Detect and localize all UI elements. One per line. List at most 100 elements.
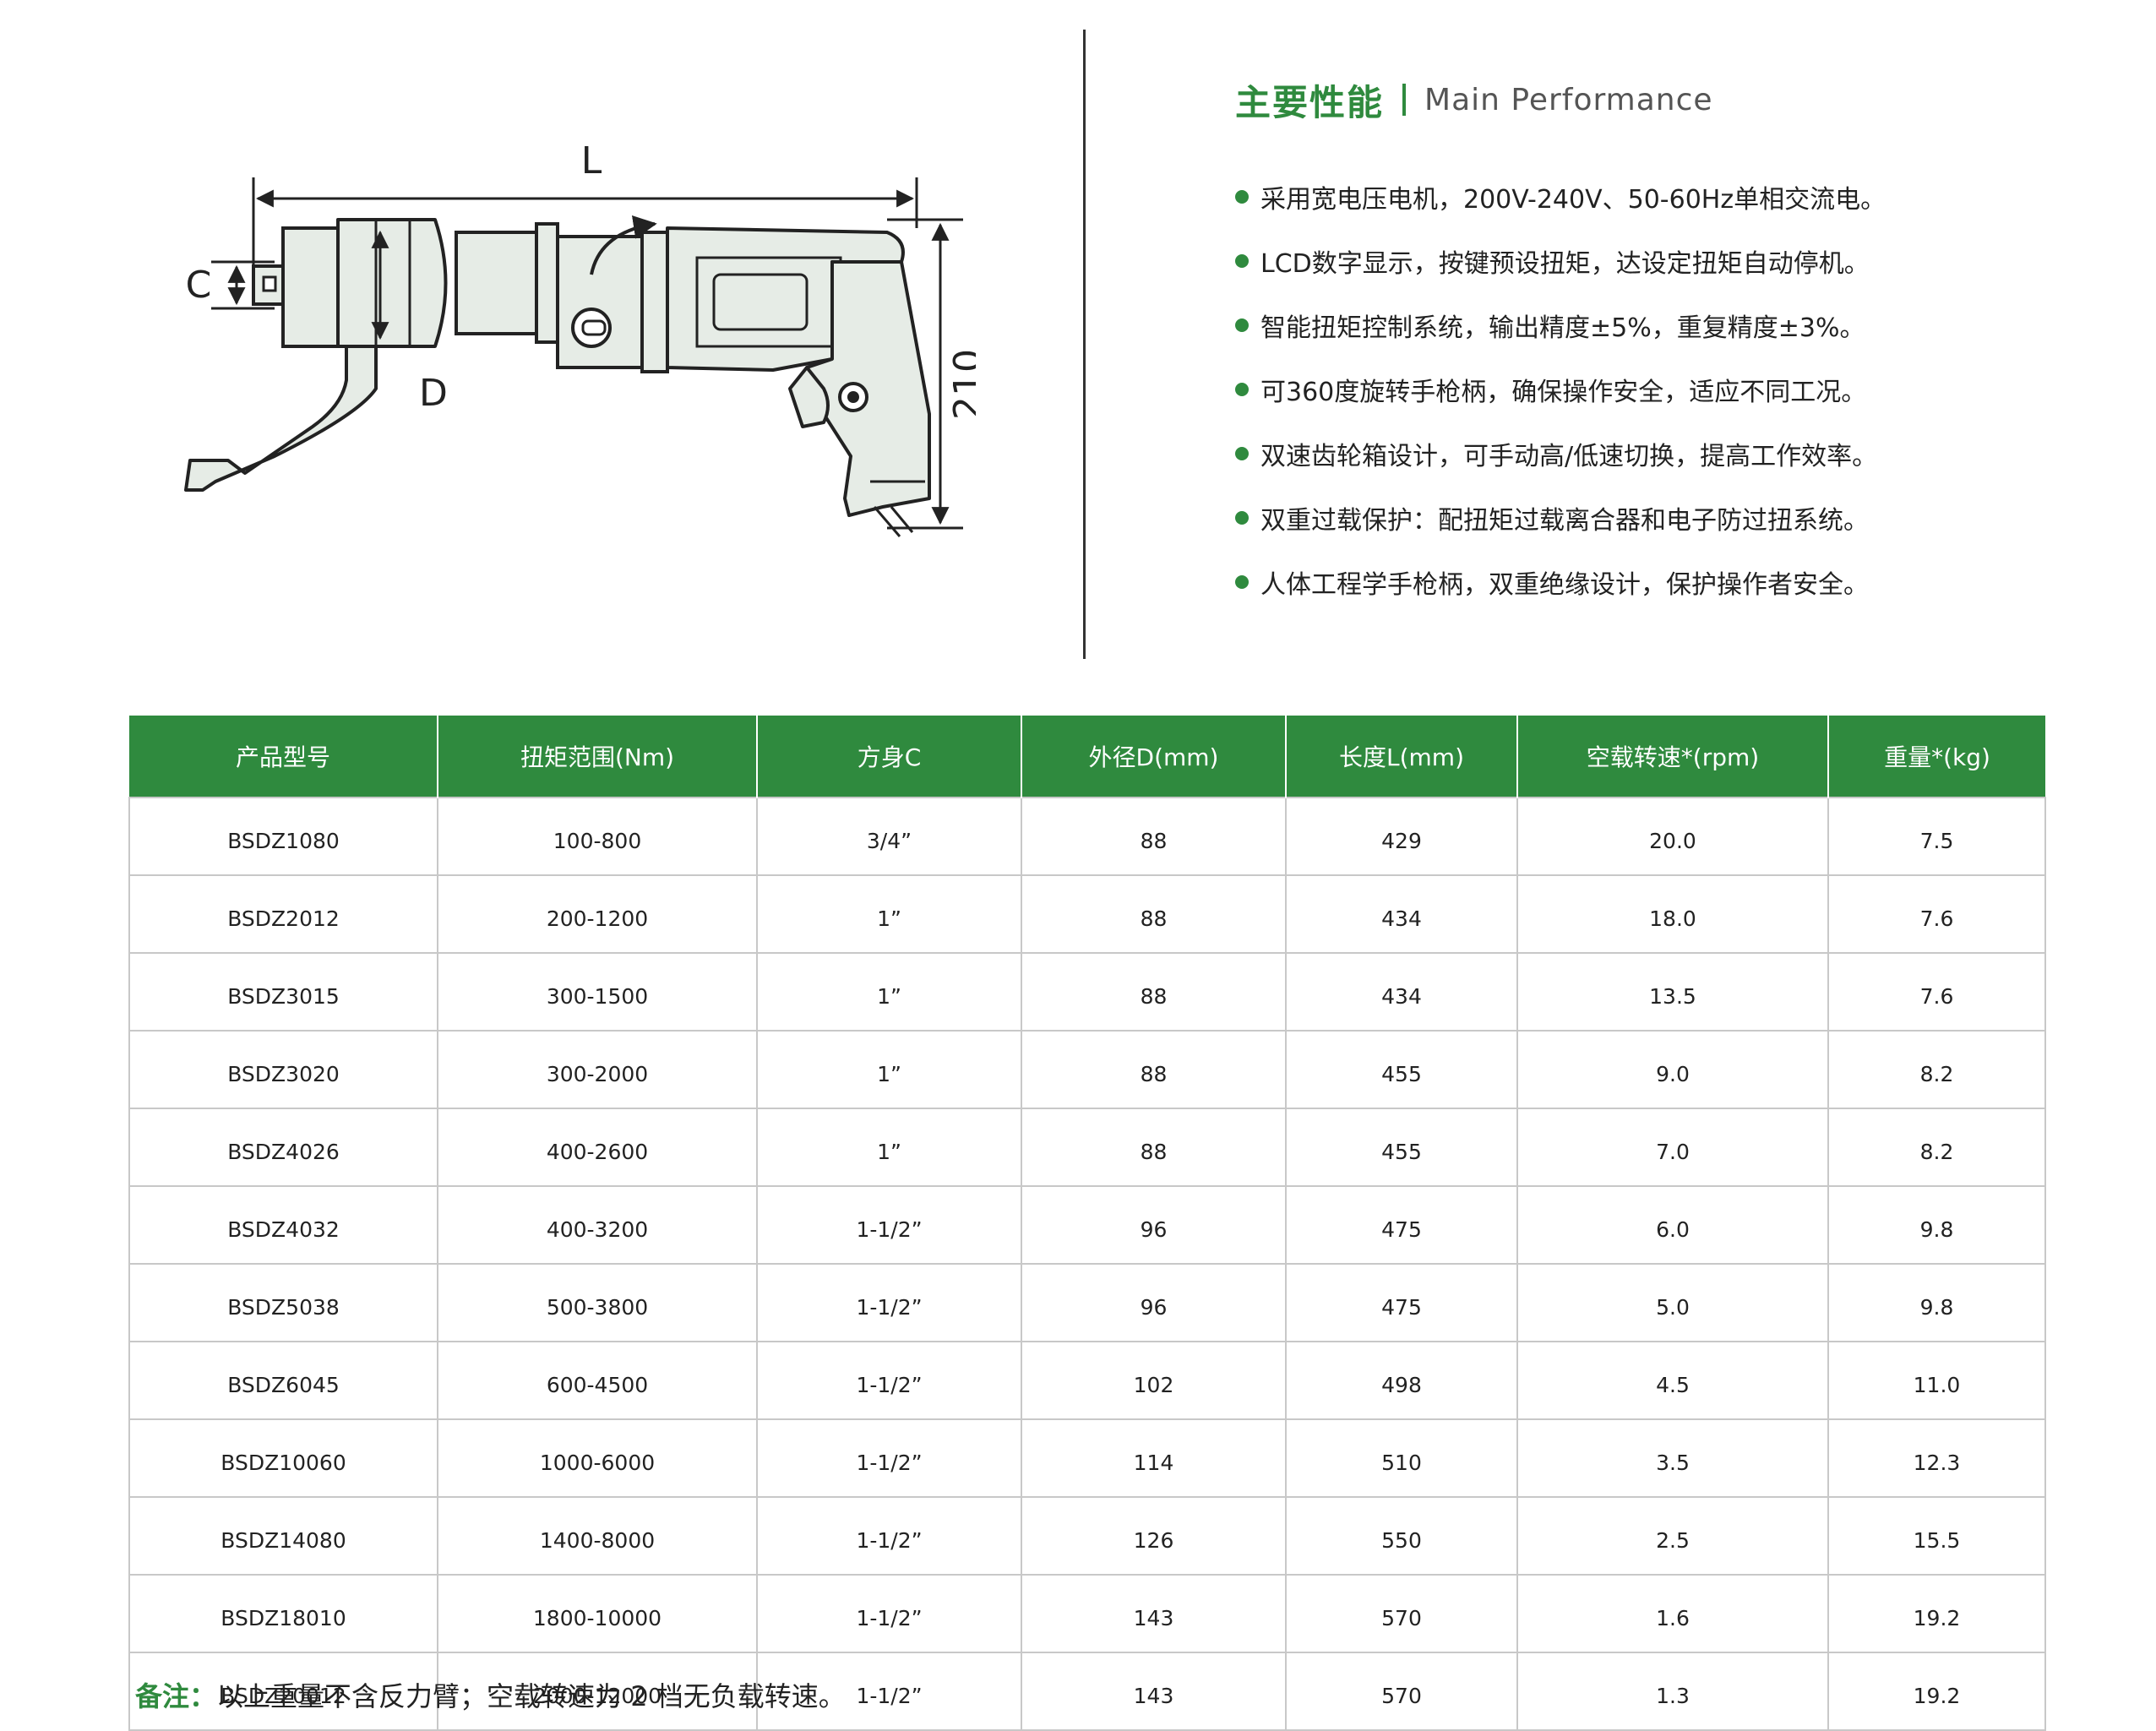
feature-item: 双速齿轮箱设计，可手动高/低速切换，提高工作效率。 [1235, 422, 1886, 486]
cell-free-speed: 20.0 [1516, 797, 1829, 876]
cell-torque-range: 600-4500 [437, 1341, 758, 1420]
cell-weight: 12.3 [1827, 1418, 2046, 1498]
header-weight: 重量*(kg) [1827, 716, 2045, 797]
feature-item: 采用宽电压电机，200V-240V、50-60Hz单相交流电。 [1235, 165, 1886, 229]
cell-length: 550 [1285, 1496, 1518, 1576]
cell-weight: 9.8 [1827, 1263, 2046, 1342]
height-dimension: 210 [887, 218, 976, 530]
title-separator [1402, 84, 1407, 116]
bullet-icon [1235, 511, 1249, 525]
cell-diameter: 88 [1021, 952, 1287, 1032]
cell-weight: 8.2 [1827, 1108, 2046, 1187]
gearbox-body [556, 235, 652, 369]
gear-head [281, 226, 340, 348]
cell-free-speed: 4.5 [1516, 1341, 1829, 1420]
cell-square-drive: 3/4” [756, 797, 1022, 876]
cell-model: BSDZ10060 [128, 1418, 438, 1498]
motor-collar [640, 231, 669, 373]
bullet-icon [1235, 383, 1249, 396]
feature-item: LCD数字显示，按键预设扭矩，达设定扭矩自动停机。 [1235, 229, 1886, 293]
feature-item: 双重过载保护：配扭矩过载离合器和电子防过扭系统。 [1235, 486, 1886, 550]
cell-model: BSDZ18010 [128, 1574, 438, 1653]
cell-length: 510 [1285, 1418, 1518, 1498]
cell-free-speed: 1.3 [1516, 1652, 1829, 1731]
cell-length: 498 [1285, 1341, 1518, 1420]
cell-square-drive: 1” [756, 1108, 1022, 1187]
cell-length: 570 [1285, 1652, 1518, 1731]
cell-diameter: 88 [1021, 797, 1287, 876]
cell-length: 429 [1285, 797, 1518, 876]
feature-item: 可360度旋转手枪柄，确保操作安全，适应不同工况。 [1235, 357, 1886, 422]
cell-length: 455 [1285, 1108, 1518, 1187]
spec-table: 产品型号 扭矩范围(Nm) 方身C 外径D(mm) 长度L(mm) 空载转速*(… [128, 716, 2046, 1731]
bullet-icon [1235, 318, 1249, 332]
cell-torque-range: 2000-12000 [437, 1652, 758, 1731]
cell-square-drive: 1-1/2” [756, 1574, 1022, 1653]
diameter-label: D [419, 372, 448, 415]
header-torque-range: 扭矩范围(Nm) [437, 716, 758, 797]
cell-weight: 7.6 [1827, 874, 2046, 954]
cell-model: BSDZ3020 [128, 1030, 438, 1109]
bullet-icon [1235, 575, 1249, 589]
cell-model: BSDZ1080 [128, 797, 438, 876]
cell-square-drive: 1-1/2” [756, 1185, 1022, 1265]
cell-free-speed: 5.0 [1516, 1263, 1829, 1342]
tool-diagram: L 210 C D [184, 139, 976, 537]
cell-model: BSDZ6045 [128, 1341, 438, 1420]
performance-title: 主要性能 Main Performance [1235, 74, 1713, 125]
header-diameter: 外径D(mm) [1021, 716, 1287, 797]
cell-diameter: 88 [1021, 1030, 1287, 1109]
pistol-grip [805, 260, 931, 517]
cell-diameter: 96 [1021, 1263, 1287, 1342]
header-length: 长度L(mm) [1285, 716, 1518, 797]
cell-model: BSDZ3015 [128, 952, 438, 1032]
cell-weight: 8.2 [1827, 1030, 2046, 1109]
cell-square-drive: 1-1/2” [756, 1496, 1022, 1576]
square-label: C [186, 264, 212, 307]
cell-length: 434 [1285, 874, 1518, 954]
cell-square-drive: 1-1/2” [756, 1341, 1022, 1420]
cell-torque-range: 1400-8000 [437, 1496, 758, 1576]
feature-item: 人体工程学手枪柄，双重绝缘设计，保护操作者安全。 [1235, 550, 1886, 614]
bullet-icon [1235, 447, 1249, 460]
cell-length: 570 [1285, 1574, 1518, 1653]
cell-square-drive: 1-1/2” [756, 1263, 1022, 1342]
cell-diameter: 88 [1021, 1108, 1287, 1187]
cell-weight: 19.2 [1827, 1652, 2046, 1731]
header-square-drive: 方身C [756, 716, 1022, 797]
cell-free-speed: 3.5 [1516, 1418, 1829, 1498]
cell-length: 475 [1285, 1263, 1518, 1342]
cell-diameter: 102 [1021, 1341, 1287, 1420]
cell-diameter: 143 [1021, 1652, 1287, 1731]
cell-model: BSDZ4026 [128, 1108, 438, 1187]
cell-torque-range: 300-1500 [437, 952, 758, 1032]
vertical-divider [1083, 30, 1086, 659]
cell-weight: 11.0 [1827, 1341, 2046, 1420]
cell-square-drive: 1” [756, 952, 1022, 1032]
cell-model: BSDZ4032 [128, 1185, 438, 1265]
cell-weight: 7.5 [1827, 797, 2046, 876]
footnote-text: 以上重量不含反力臂；空载转速为 2 档无负载转速。 [216, 1680, 846, 1712]
length-label: L [581, 139, 602, 182]
table-header-row: 产品型号 扭矩范围(Nm) 方身C 外径D(mm) 长度L(mm) 空载转速*(… [129, 716, 2045, 797]
cell-free-speed: 13.5 [1516, 952, 1829, 1032]
cell-square-drive: 1” [756, 874, 1022, 954]
cell-weight: 9.8 [1827, 1185, 2046, 1265]
height-label: 210 [946, 349, 976, 420]
cell-diameter: 114 [1021, 1418, 1287, 1498]
cell-free-speed: 6.0 [1516, 1185, 1829, 1265]
cell-weight: 19.2 [1827, 1574, 2046, 1653]
cell-diameter: 143 [1021, 1574, 1287, 1653]
gear-neck [455, 231, 542, 335]
cell-torque-range: 400-3200 [437, 1185, 758, 1265]
cell-weight: 7.6 [1827, 952, 2046, 1032]
